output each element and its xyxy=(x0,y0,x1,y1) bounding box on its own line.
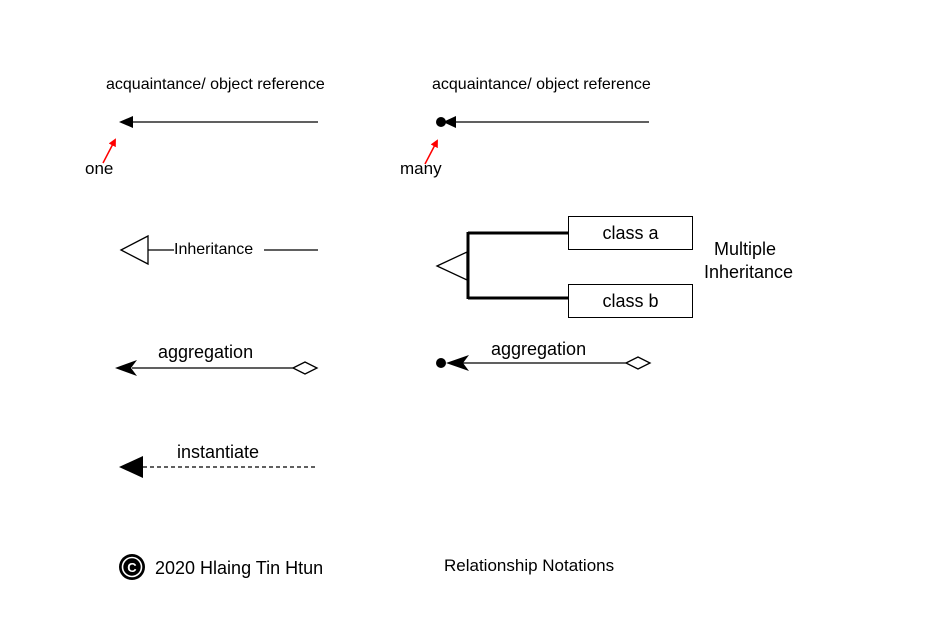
multiple-inheritance-connector xyxy=(435,231,568,300)
aggregation-left-connector xyxy=(115,360,319,376)
one-label: one xyxy=(85,159,114,178)
many-dot xyxy=(436,117,446,127)
copyright-symbol: C xyxy=(127,560,137,575)
many-label: many xyxy=(400,159,442,178)
instantiate-connector xyxy=(119,456,318,478)
many-pointer-arrow xyxy=(424,139,438,165)
multiple-inheritance-label-line1: Multiple xyxy=(714,239,777,259)
open-arrowhead xyxy=(115,360,137,376)
hollow-diamond xyxy=(624,356,652,370)
class-a-label: class a xyxy=(602,222,659,243)
class-b-label: class b xyxy=(602,290,659,311)
instantiate-label: instantiate xyxy=(177,442,260,462)
many-dot xyxy=(436,358,446,368)
filled-arrowhead xyxy=(443,116,456,128)
one-pointer-arrow xyxy=(102,138,116,164)
acquaintance-many-connector xyxy=(436,116,649,128)
inheritance-label: Inheritance xyxy=(174,241,254,258)
class-b-box: class b xyxy=(568,284,693,318)
copyright-text: 2020 Hlaing Tin Htun xyxy=(155,558,324,578)
hollow-triangle xyxy=(119,234,149,266)
diagram-title: Relationship Notations xyxy=(444,556,615,575)
multiple-inheritance-label-line2: Inheritance xyxy=(704,262,794,282)
aggregation-right-label: aggregation xyxy=(491,339,587,359)
acquaintance-many-label: acquaintance/ object reference xyxy=(432,76,651,93)
class-a-box: class a xyxy=(568,216,693,250)
acquaintance-one-connector xyxy=(119,116,318,128)
aggregation-left-label: aggregation xyxy=(158,342,254,362)
filled-arrowhead xyxy=(119,456,143,478)
hollow-diamond xyxy=(291,361,319,375)
open-arrowhead xyxy=(446,355,469,371)
filled-arrowhead xyxy=(119,116,133,128)
acquaintance-one-label: acquaintance/ object reference xyxy=(106,76,325,93)
inheritance-connector xyxy=(119,234,318,266)
aggregation-right-connector xyxy=(436,355,652,371)
hollow-triangle xyxy=(435,250,468,282)
copyright-icon: C xyxy=(119,554,145,580)
